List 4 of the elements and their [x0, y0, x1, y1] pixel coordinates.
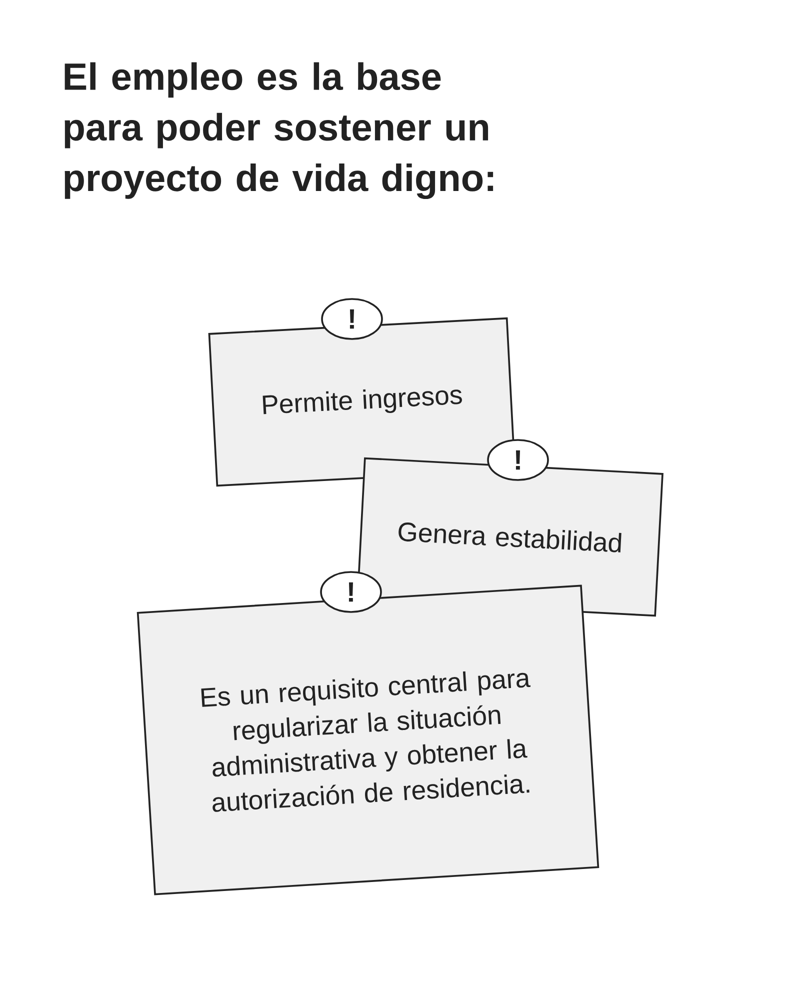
exclamation-badge: ! — [320, 571, 382, 613]
exclamation-badge: ! — [321, 298, 383, 340]
title: El empleo es la base para poder sostener un proyecto de vida digno: — [64, 62, 494, 200]
exclamation-badge: ! — [487, 439, 549, 481]
